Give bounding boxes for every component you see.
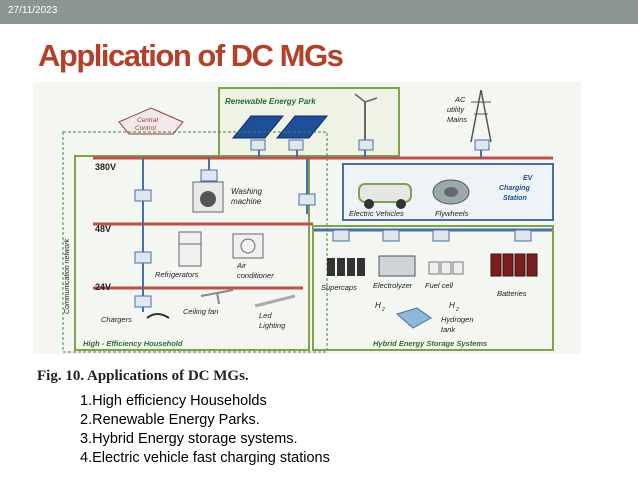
charger-icon: [146, 313, 170, 319]
list-item: 3.Hybrid Energy storage systems.: [80, 431, 298, 447]
list-item: 2.Renewable Energy Parks.: [80, 412, 260, 428]
led-label: Led: [259, 311, 272, 320]
supercaps-label: Supercaps: [321, 283, 357, 292]
h2-left-sub: 2: [381, 307, 385, 313]
slide-date: 27/11/2023: [8, 5, 58, 16]
central-control-icon: [118, 107, 184, 135]
batteries-icon: [490, 253, 538, 277]
control-label: Control: [135, 125, 157, 132]
flywheels-label: Flywheels: [435, 209, 469, 218]
tank-label: tank: [441, 325, 456, 334]
bus-380-label: 380V: [95, 162, 116, 172]
charging-label: Charging: [499, 185, 530, 192]
hybrid-storage-label: Hybrid Energy Storage Systems: [373, 339, 487, 348]
refrigerator-icon: [178, 231, 202, 267]
fuel-cell-icon: [428, 261, 464, 275]
converter-icons: [134, 139, 532, 308]
utility-label: utility: [447, 105, 465, 114]
chargers-label: Chargers: [101, 315, 132, 324]
dc-microgrid-figure: Renewable Energy Park AC utility Mains C…: [33, 82, 581, 354]
electric-car-icon: [358, 183, 412, 209]
mains-label: Mains: [447, 115, 467, 124]
list-item: 4.Electric vehicle fast charging station…: [80, 450, 330, 466]
figure-caption: Fig. 10. Applications of DC MGs.: [37, 368, 249, 384]
communication-network-label: Communication network: [64, 238, 71, 314]
air-conditioner-icon: [232, 233, 264, 259]
hybrid-storage-box: [312, 225, 554, 351]
machine-label: machine: [231, 197, 262, 206]
ceiling-fan-icon: [200, 289, 234, 305]
h2-right-label: H: [449, 301, 455, 310]
ceiling-fan-label: Ceiling fan: [183, 307, 218, 316]
electrolyzer-icon: [378, 255, 416, 277]
h2-left-label: H: [375, 301, 381, 310]
air-label: Air: [236, 261, 247, 270]
hydrogen-label: Hydrogen: [441, 315, 474, 324]
ac-label: AC: [454, 95, 466, 104]
electric-vehicles-label: Electric Vehicles: [349, 209, 404, 218]
slide-title: Application of DC MGs: [38, 38, 344, 73]
list-item: 1.High efficiency Households: [80, 393, 267, 409]
transmission-tower-icon: [470, 89, 492, 143]
led-light-icon: [254, 294, 296, 308]
bus-48-label: 48V: [95, 224, 111, 234]
ev-label: EV: [523, 175, 534, 182]
flywheel-icon: [432, 179, 470, 205]
fuel-cell-label: Fuel cell: [425, 281, 453, 290]
top-bar: 27/11/2023: [0, 0, 638, 24]
bus-24-label: 24V: [95, 282, 111, 292]
applications-list: 1.High efficiency Households 2.Renewable…: [80, 392, 330, 468]
electrolyzer-label: Electrolyzer: [373, 281, 413, 290]
batteries-label: Batteries: [497, 289, 527, 298]
supercaps-icon: [327, 258, 365, 276]
conditioner-label: conditioner: [237, 271, 274, 280]
central-label: Central: [137, 117, 159, 124]
renewable-park-label: Renewable Energy Park: [225, 97, 316, 106]
station-label: Station: [503, 195, 527, 202]
household-label: High - Efficiency Household: [83, 339, 183, 348]
hydrogen-tank-icon: [395, 307, 432, 329]
communication-network-outline: [62, 131, 328, 353]
h2-right-sub: 2: [455, 307, 459, 313]
washing-label: Washing: [231, 187, 263, 196]
refrigerators-label: Refrigerators: [155, 270, 199, 279]
lighting-label: Lighting: [259, 321, 286, 330]
household-box: [74, 155, 310, 351]
